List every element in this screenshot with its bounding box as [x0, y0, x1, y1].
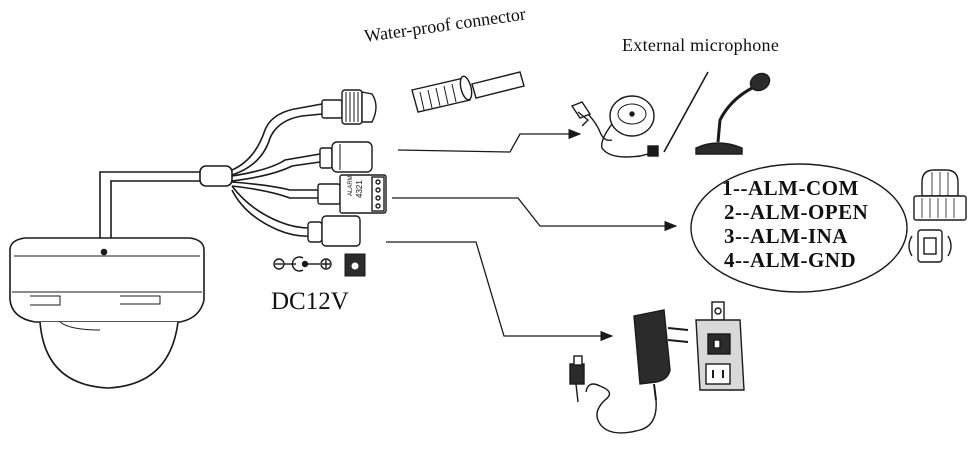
siren-icon — [913, 169, 967, 221]
dome-camera — [9, 171, 206, 389]
leader-lines — [386, 128, 678, 342]
divider-slash — [663, 71, 709, 153]
power-socket — [695, 301, 745, 391]
alarm-pin-1: 1--ALM-COM — [722, 176, 859, 200]
mic-leader-line — [397, 128, 582, 153]
external-microphone-label: External microphone — [622, 35, 780, 55]
terminal-block-label: ALARM — [348, 175, 354, 196]
desk-microphone — [695, 72, 771, 155]
waterproof-connector-accessory — [411, 71, 525, 113]
alarm-pin-2: 2--ALM-OPEN — [724, 200, 869, 224]
door-sensor-icon — [908, 229, 952, 263]
alarm-terminal-block — [317, 174, 387, 214]
power-voltage-label: DC12V — [271, 288, 349, 315]
round-microphone — [570, 95, 659, 158]
alarm-leader-line — [392, 197, 678, 232]
terminal-pin-numbers: 4321 — [355, 180, 364, 198]
rj45-connector — [321, 89, 377, 125]
cable-harness — [199, 103, 323, 237]
polarity-symbol — [273, 256, 332, 272]
dc-socket-icon — [344, 253, 366, 277]
alarm-legend-ellipse — [690, 163, 908, 293]
audio-jack — [319, 141, 373, 173]
alarm-pin-4: 4--ALM-GND — [724, 248, 857, 272]
dc-power-jack — [307, 215, 361, 247]
alarm-pin-3: 3--ALM-INA — [724, 224, 848, 248]
alarm-pin-list: 1--ALM-COM 2--ALM-OPEN 3--ALM-INA 4--ALM… — [722, 176, 868, 272]
power-leader-line — [386, 241, 614, 342]
power-adapter — [569, 309, 689, 434]
